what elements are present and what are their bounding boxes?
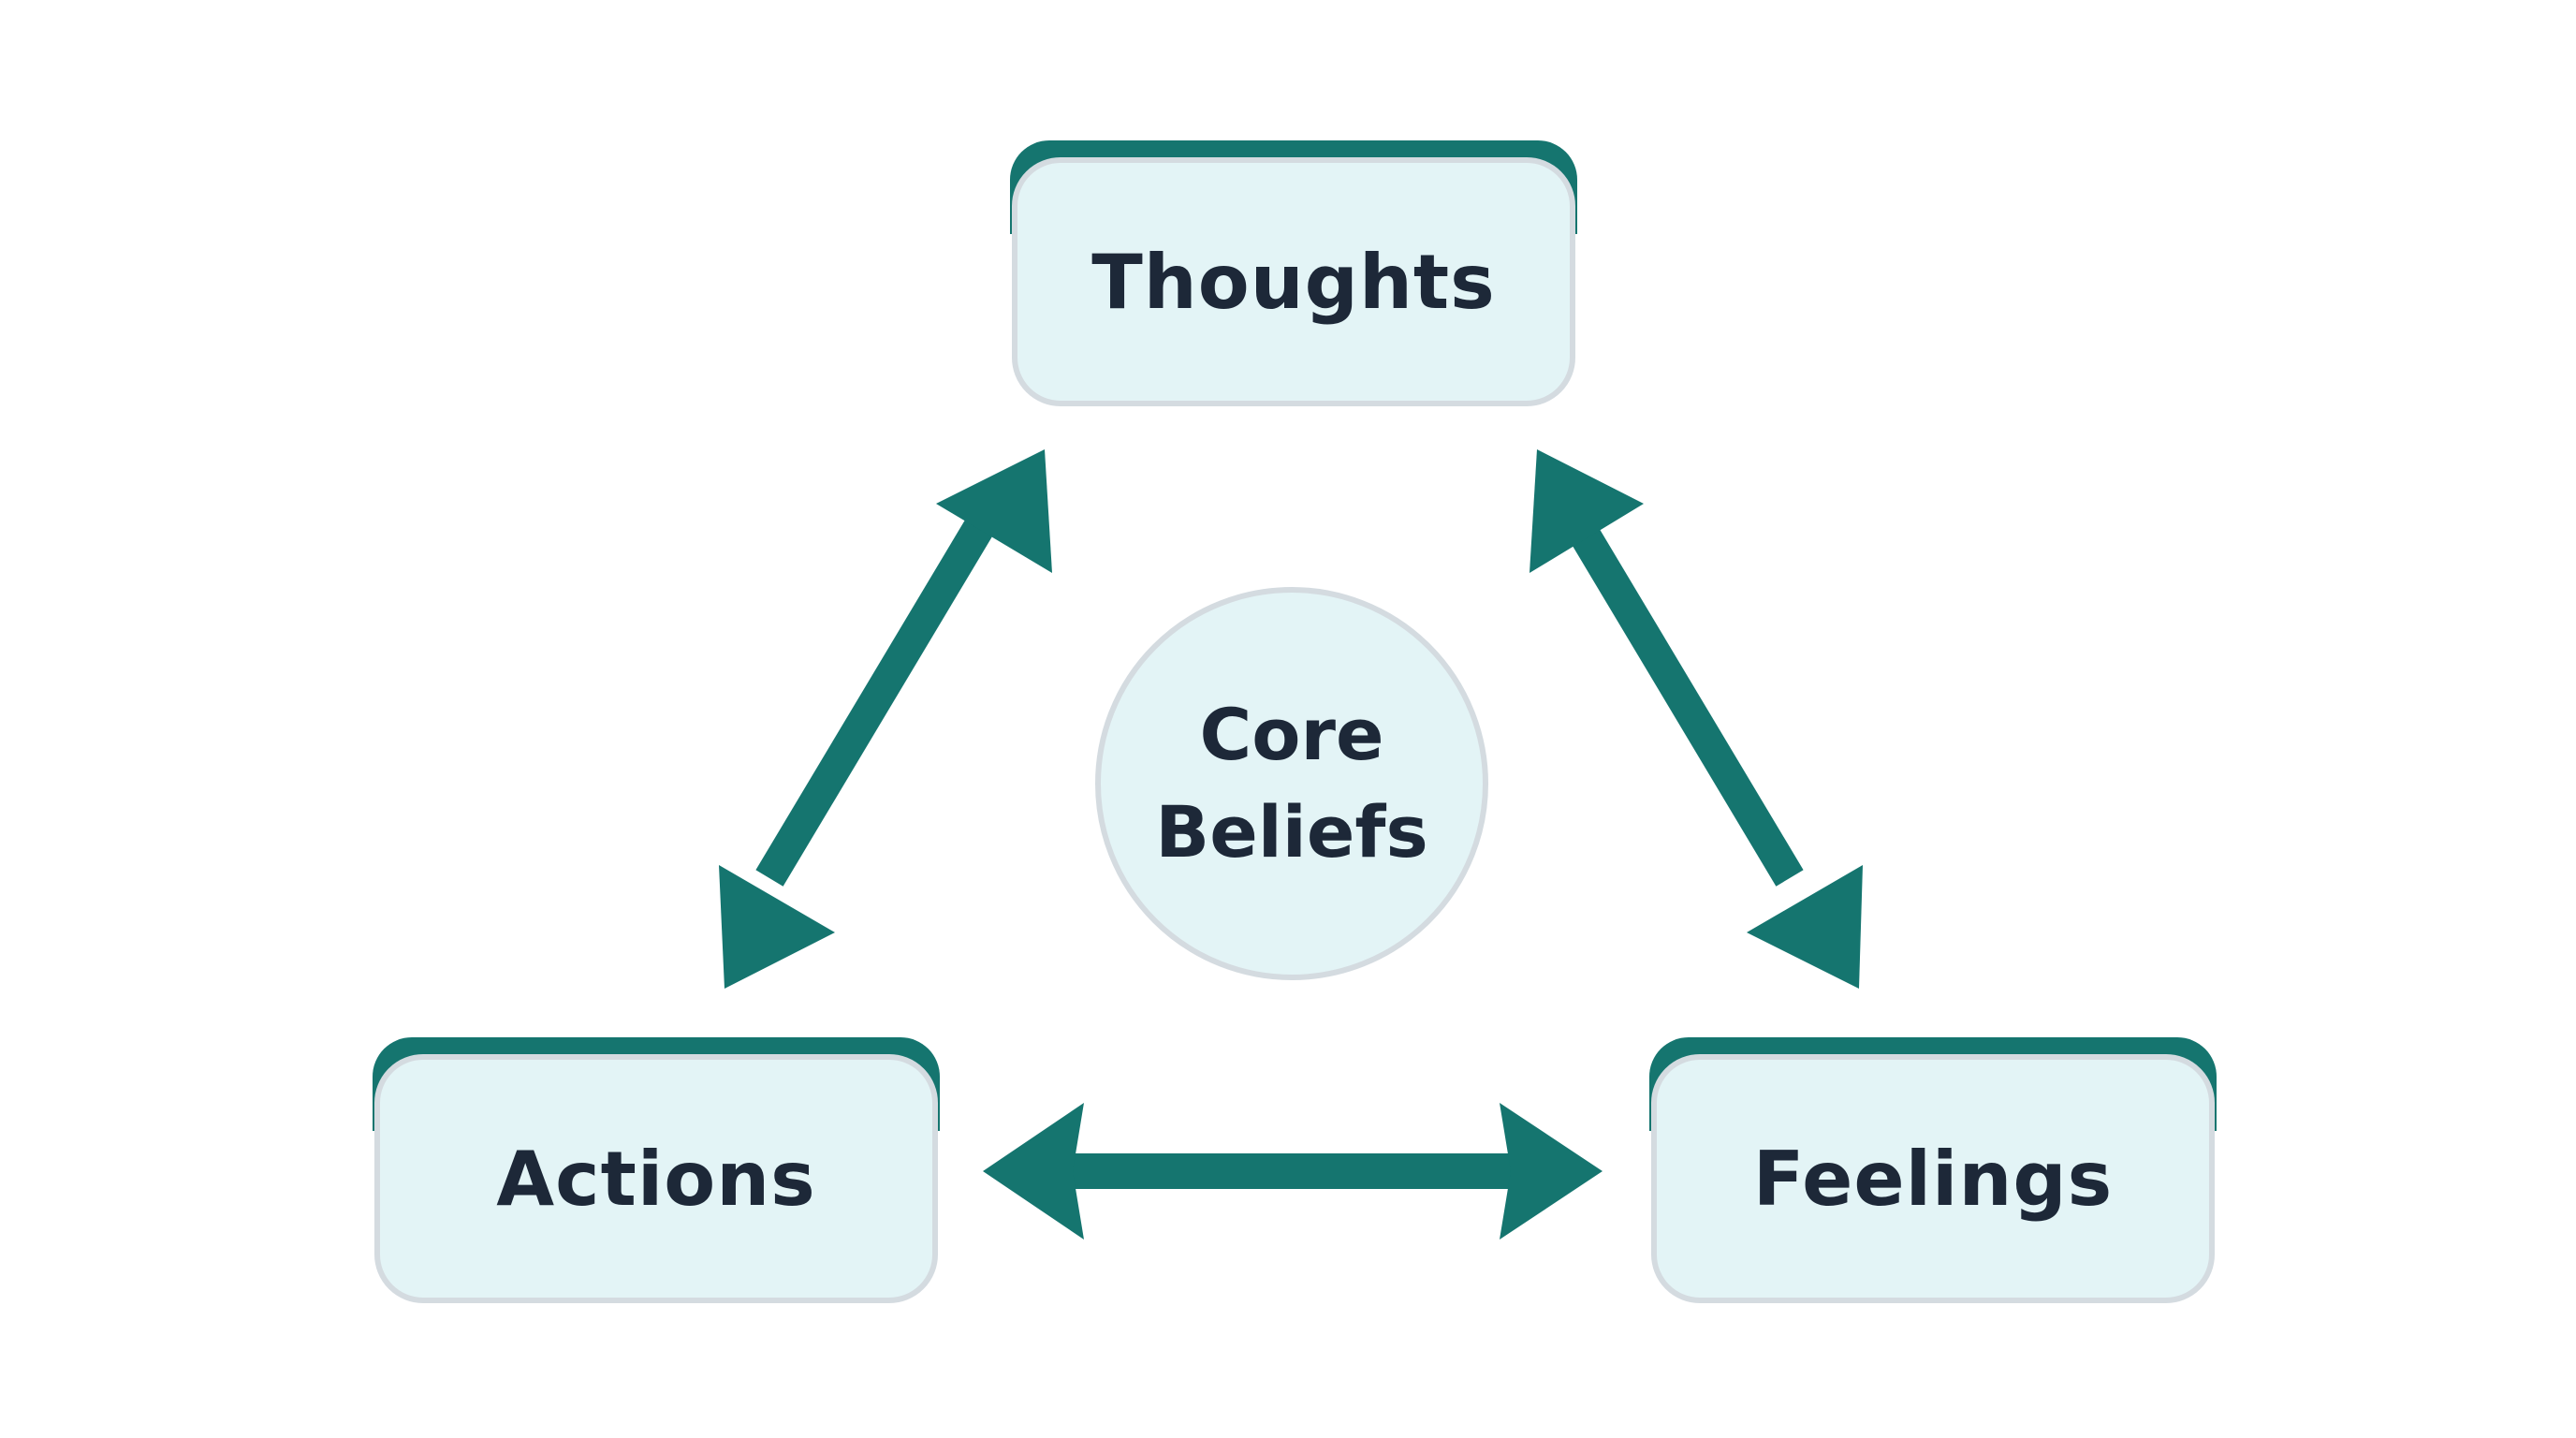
edge-thoughts-actions-shaft: [755, 516, 995, 887]
arrowhead-thoughts-end: [936, 449, 1052, 573]
core-beliefs-circle: Core Beliefs: [1095, 587, 1488, 980]
node-feelings-label: Feelings: [1752, 1135, 2114, 1223]
edge-thoughts-feelings: [1530, 449, 1863, 989]
node-thoughts-card: Thoughts: [1012, 157, 1575, 406]
arrowhead-thoughts-end-right: [1530, 449, 1644, 573]
arrowhead-actions-end: [719, 865, 835, 989]
node-actions: Actions: [373, 1037, 940, 1303]
edge-thoughts-actions: [719, 449, 1052, 989]
edge-actions-feelings-shaft: [1058, 1153, 1516, 1189]
edge-actions-feelings: [983, 1103, 1603, 1240]
node-actions-card: Actions: [374, 1054, 938, 1303]
node-actions-label: Actions: [496, 1135, 816, 1223]
node-thoughts-label: Thoughts: [1091, 238, 1496, 326]
arrowhead-feelings-end: [1747, 865, 1863, 989]
arrowhead-actions-end-horizontal: [983, 1103, 1084, 1240]
node-feelings-card: Feelings: [1651, 1054, 2215, 1303]
edge-thoughts-feelings-shaft: [1564, 516, 1804, 887]
node-thoughts: Thoughts: [1010, 140, 1577, 406]
arrowhead-feelings-end-horizontal: [1500, 1103, 1603, 1240]
node-feelings: Feelings: [1649, 1037, 2217, 1303]
core-beliefs-label-line2: Beliefs: [1155, 790, 1428, 873]
core-beliefs-label-line1: Core: [1199, 693, 1384, 776]
